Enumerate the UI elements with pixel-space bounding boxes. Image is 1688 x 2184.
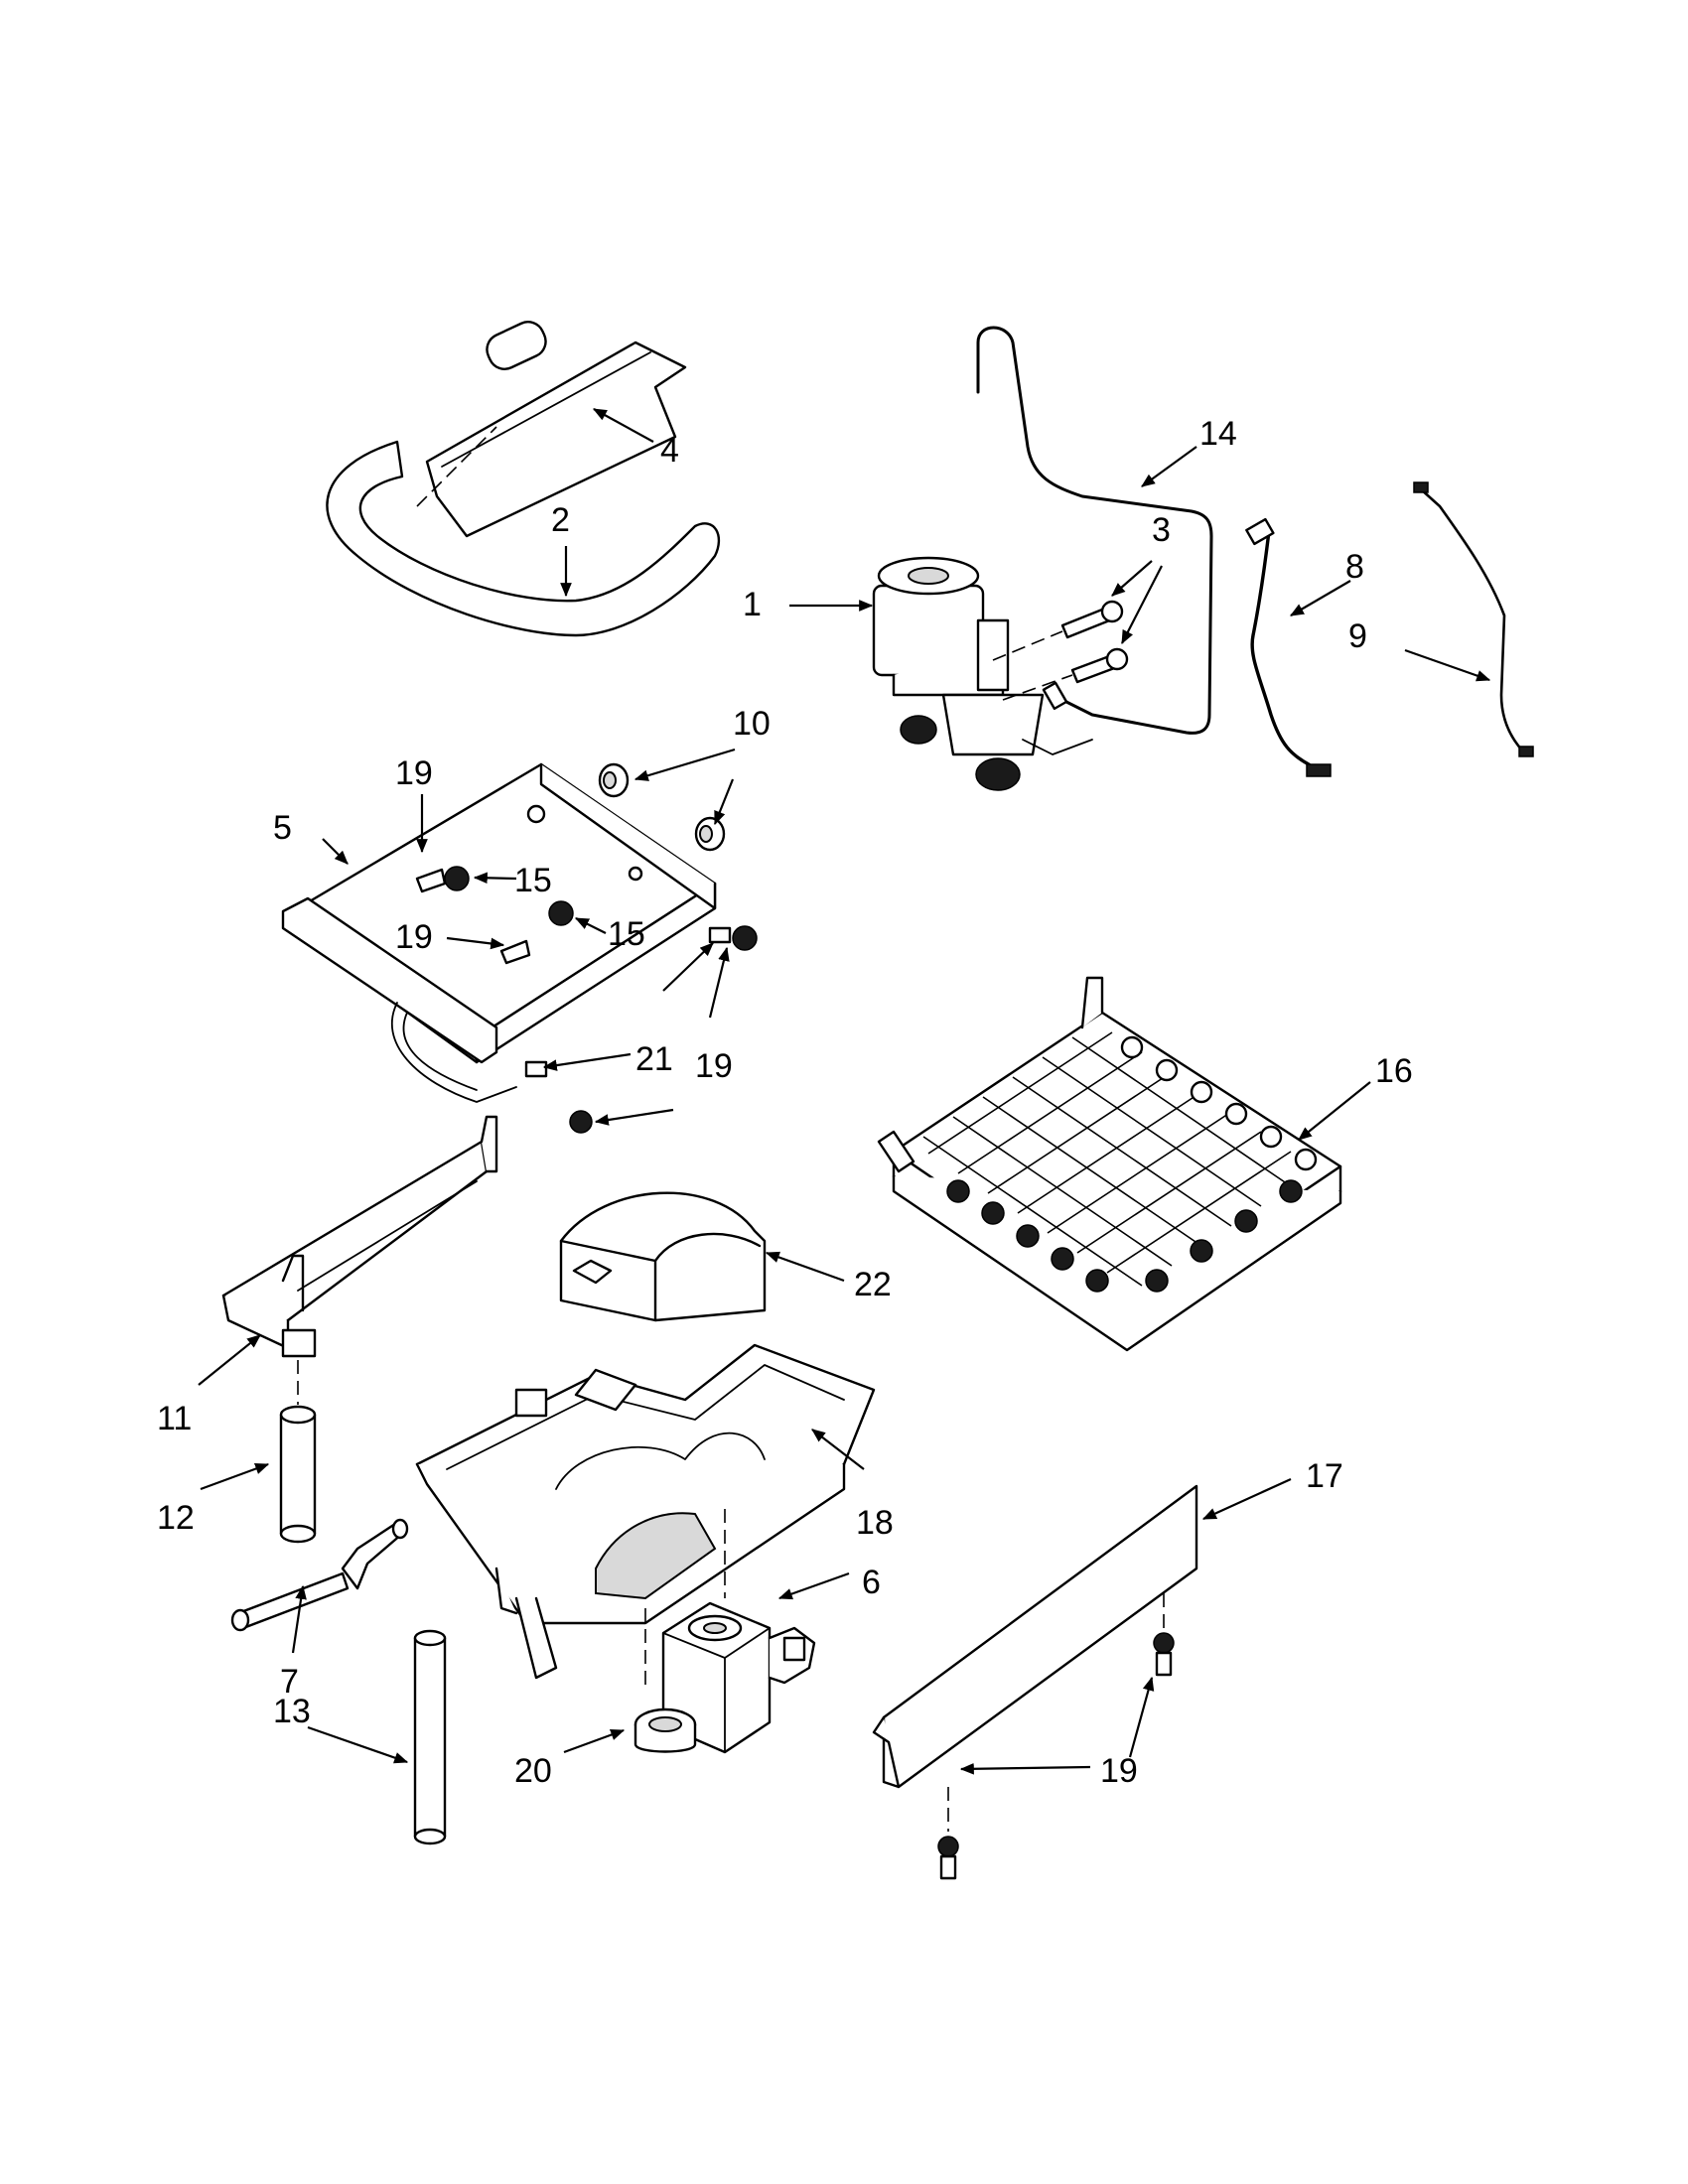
callout-19-upper: 19	[395, 754, 433, 792]
ice-rack-grid	[922, 1031, 1292, 1287]
callout-16: 16	[1375, 1052, 1413, 1090]
callout-5: 5	[273, 809, 292, 847]
callout-14: 14	[1199, 415, 1237, 453]
part-16-ice-rack	[877, 976, 1342, 1352]
callout-1: 1	[743, 586, 762, 623]
part-6-auger-motor	[661, 1601, 816, 1754]
callout-12: 12	[157, 1499, 195, 1537]
part-20-nut	[633, 1707, 697, 1753]
callout-2: 2	[551, 501, 570, 539]
callout-9: 9	[1348, 617, 1367, 655]
part-14-water-tube	[976, 326, 1213, 735]
part-9-wire	[1413, 481, 1534, 757]
callout-11: 11	[157, 1400, 192, 1437]
callout-6: 6	[862, 1564, 881, 1601]
part-18-ice-bin	[415, 1343, 876, 1680]
part-22-cover	[559, 1191, 767, 1322]
callout-19-middle: 19	[395, 918, 433, 956]
leader-lines	[198, 408, 1491, 1775]
callout-18: 18	[856, 1504, 894, 1542]
callout-4: 4	[660, 432, 679, 470]
callout-22: 22	[854, 1266, 892, 1303]
callout-10-upper: 10	[733, 705, 771, 743]
callout-15-upper: 15	[514, 862, 552, 899]
part-2-fill-tube	[326, 440, 721, 637]
callout-8: 8	[1345, 548, 1364, 586]
part-8-tube	[1245, 517, 1332, 777]
part-7-drain-tube	[230, 1518, 409, 1632]
callout-labels: 4 2 14 3 1 8 9 10 19 5 15 19 15 21 19 16…	[157, 415, 1413, 1790]
callout-15-lower: 15	[608, 915, 645, 953]
callout-17: 17	[1306, 1457, 1343, 1495]
part-10-grommets	[598, 762, 726, 852]
part-12-tube	[279, 1360, 317, 1544]
part-17-panel	[872, 1484, 1198, 1832]
part-1-water-valve	[872, 556, 1093, 791]
callout-13: 13	[273, 1693, 311, 1730]
panel-screws	[937, 1632, 1175, 1880]
callout-7: 7	[280, 1663, 299, 1701]
bracket-screws	[415, 866, 758, 1134]
part-3-screws	[992, 600, 1129, 701]
part-13-tube	[413, 1629, 447, 1845]
part-11-trough	[221, 1115, 498, 1358]
part-5-mounting-bracket	[281, 762, 717, 1103]
callout-3: 3	[1152, 511, 1171, 549]
callout-19-lower: 19	[1100, 1752, 1138, 1790]
part-4-fill-cup	[416, 321, 687, 538]
callout-19-right: 19	[695, 1047, 733, 1085]
ice-rack-cups	[946, 1035, 1318, 1293]
callout-21: 21	[635, 1040, 673, 1078]
callout-20: 20	[514, 1752, 552, 1790]
